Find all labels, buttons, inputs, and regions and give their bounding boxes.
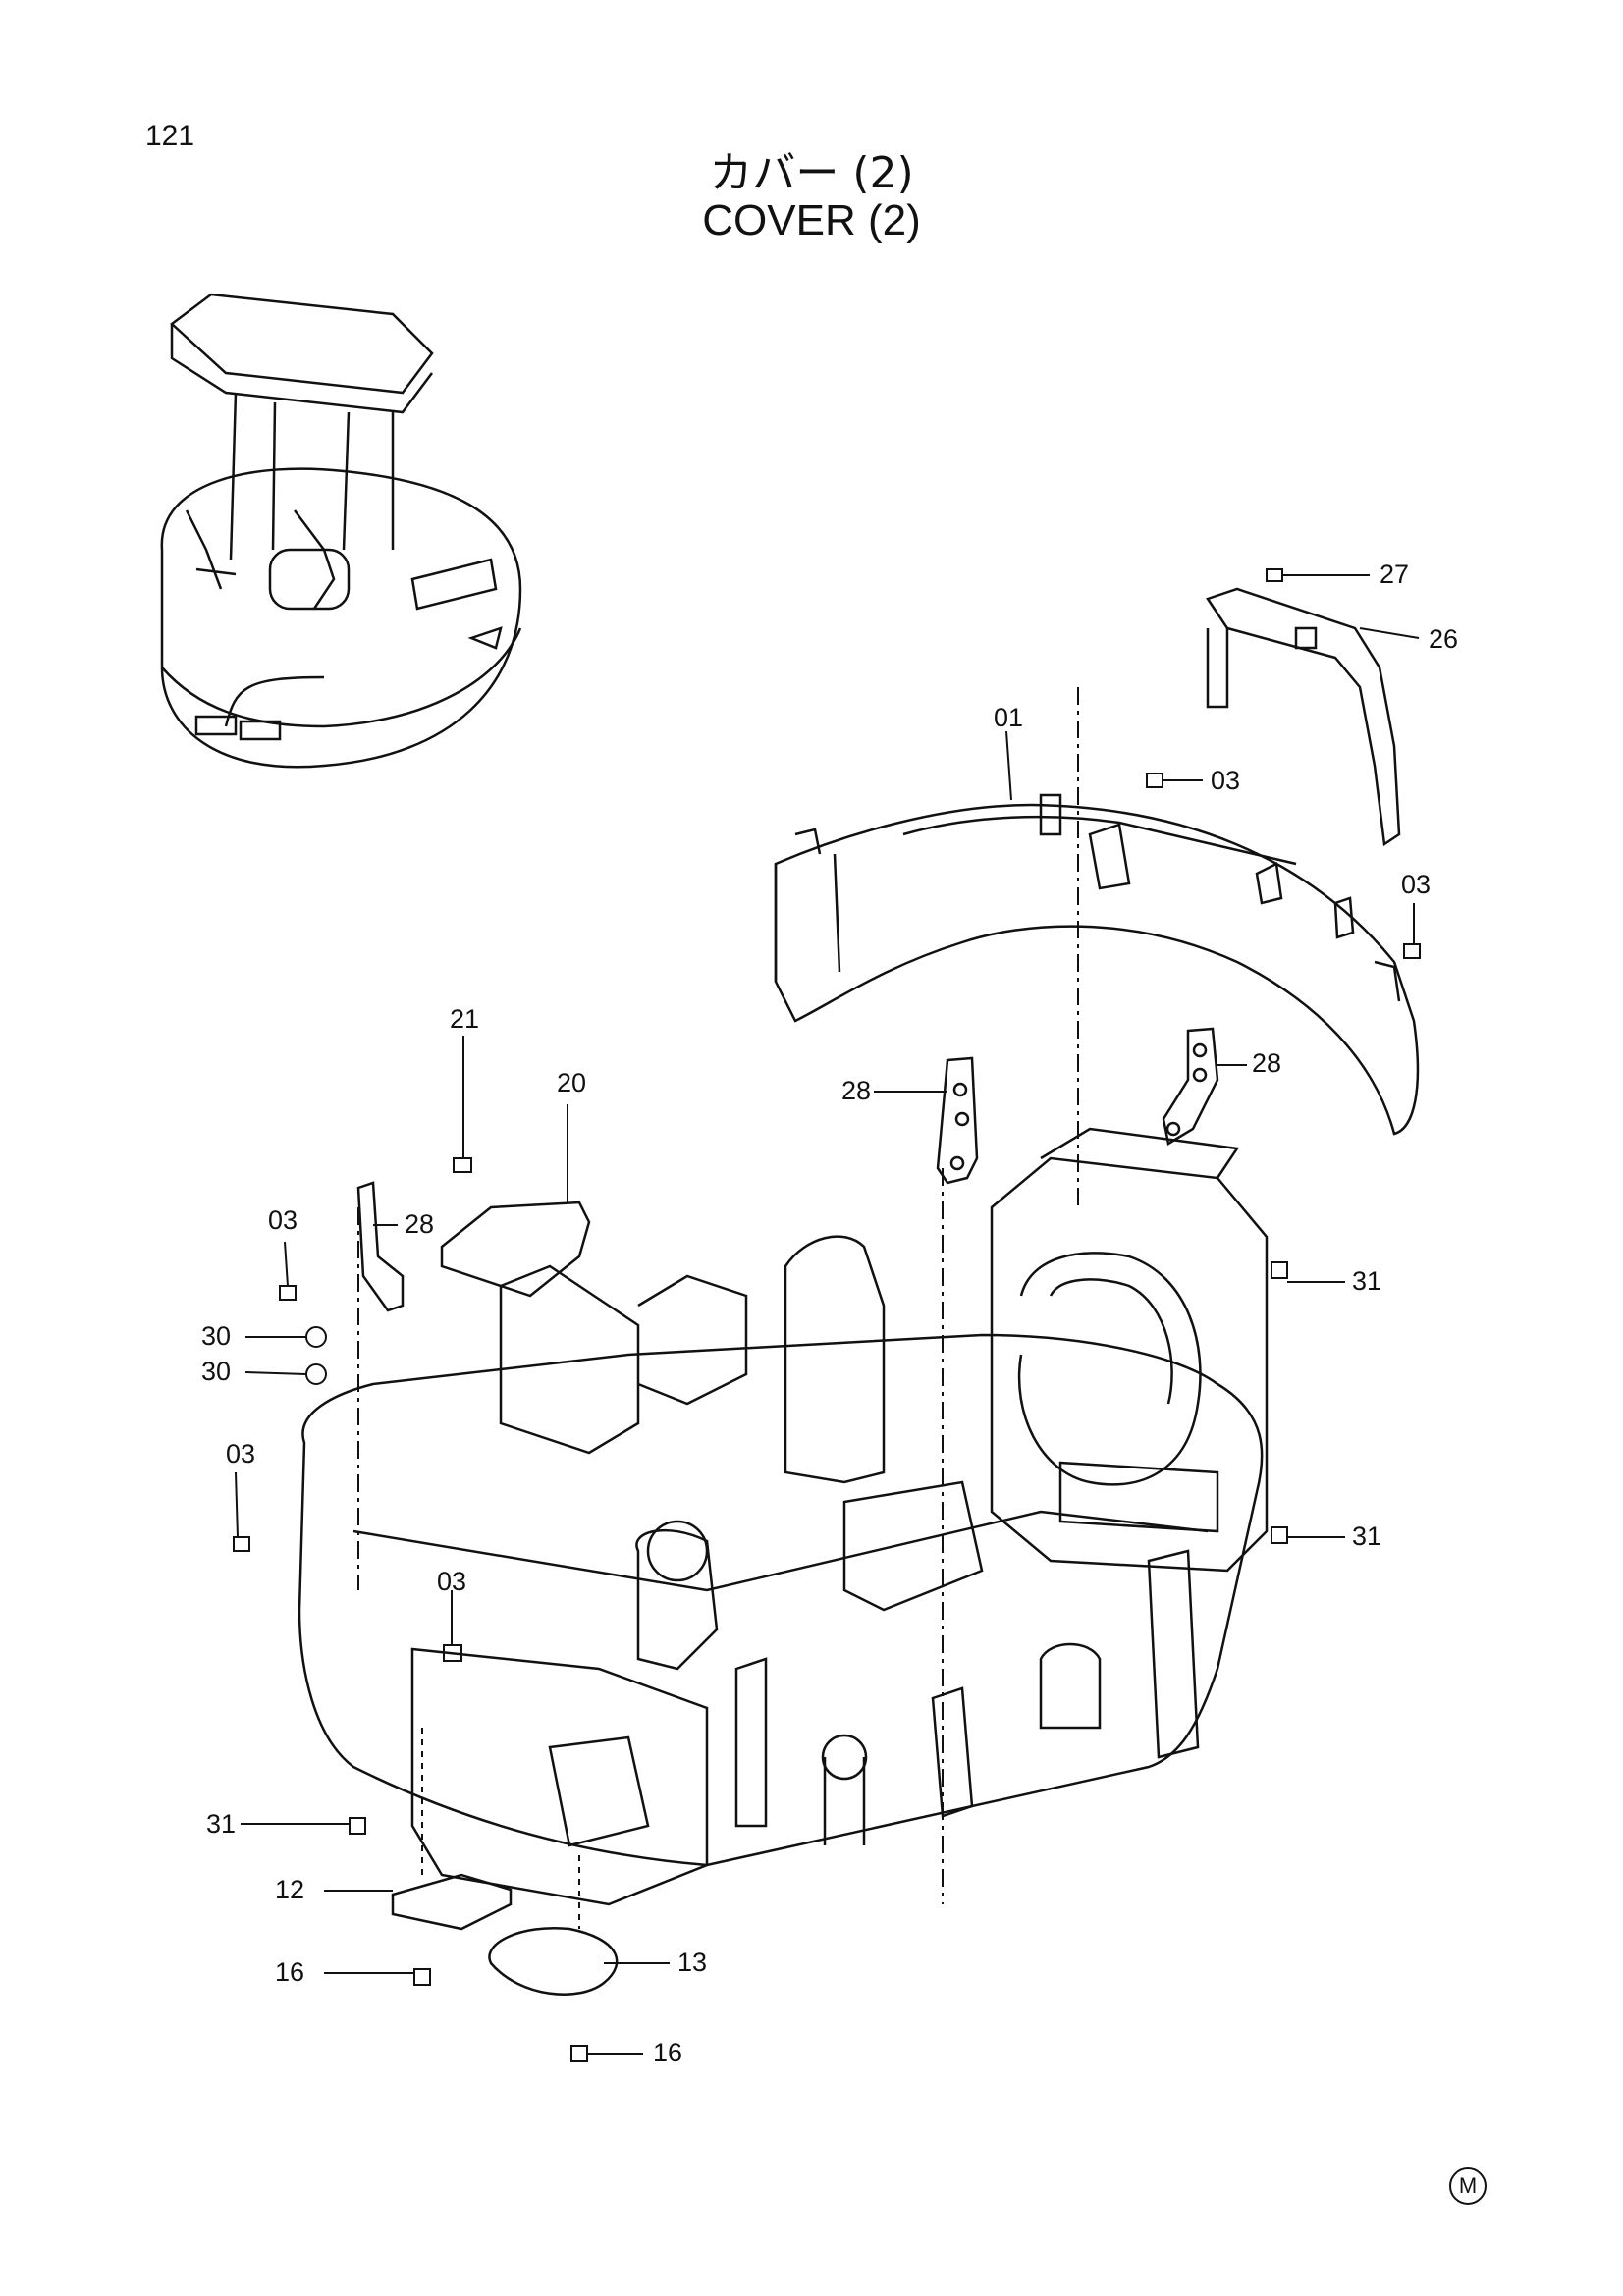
page-number: 121 <box>145 120 195 152</box>
callout-label: 03 <box>226 1439 256 1468</box>
callout-label: 03 <box>1211 766 1241 795</box>
callout-label: 31 <box>1352 1266 1382 1296</box>
callout-label: 26 <box>1429 624 1459 654</box>
access-cover-12 <box>391 1873 513 1931</box>
callout-label: 20 <box>557 1068 587 1097</box>
upper-bracket-part <box>1206 587 1401 847</box>
callout-label: 31 <box>206 1809 237 1839</box>
callout-label: 28 <box>841 1076 872 1105</box>
rear-cover-part <box>774 793 1420 1136</box>
callout-label: 16 <box>275 1957 305 1987</box>
callout-label: 28 <box>1252 1048 1282 1078</box>
leader-lines <box>235 574 1420 2055</box>
callout-label: 03 <box>1401 870 1432 899</box>
brackets-28 <box>356 1027 1219 1312</box>
callout-label: 13 <box>677 1948 708 1977</box>
callout-label: 21 <box>450 1004 480 1034</box>
callout-label: 01 <box>994 703 1024 732</box>
callout-label: 12 <box>275 1875 305 1904</box>
callout-label: 03 <box>268 1205 298 1235</box>
callout-label: 30 <box>201 1357 232 1386</box>
radiator-assembly <box>990 1127 1269 1573</box>
callout-label: 31 <box>1352 1522 1382 1551</box>
manufacturer-mark: M <box>1449 2167 1487 2205</box>
callout-label: 27 <box>1380 560 1410 589</box>
access-cover-13 <box>488 1926 619 1996</box>
title-english: COVER (2) <box>702 196 921 244</box>
title-japanese: カバー (2) <box>709 148 914 198</box>
small-cover-20 <box>440 1201 591 1298</box>
callout-label: 03 <box>437 1567 467 1596</box>
main-frame <box>298 1235 1264 1906</box>
callout-label: 28 <box>405 1209 435 1239</box>
callout-label: 16 <box>653 2038 683 2067</box>
excavator-overview-illustration <box>160 293 522 769</box>
callout-label: 30 <box>201 1321 232 1351</box>
